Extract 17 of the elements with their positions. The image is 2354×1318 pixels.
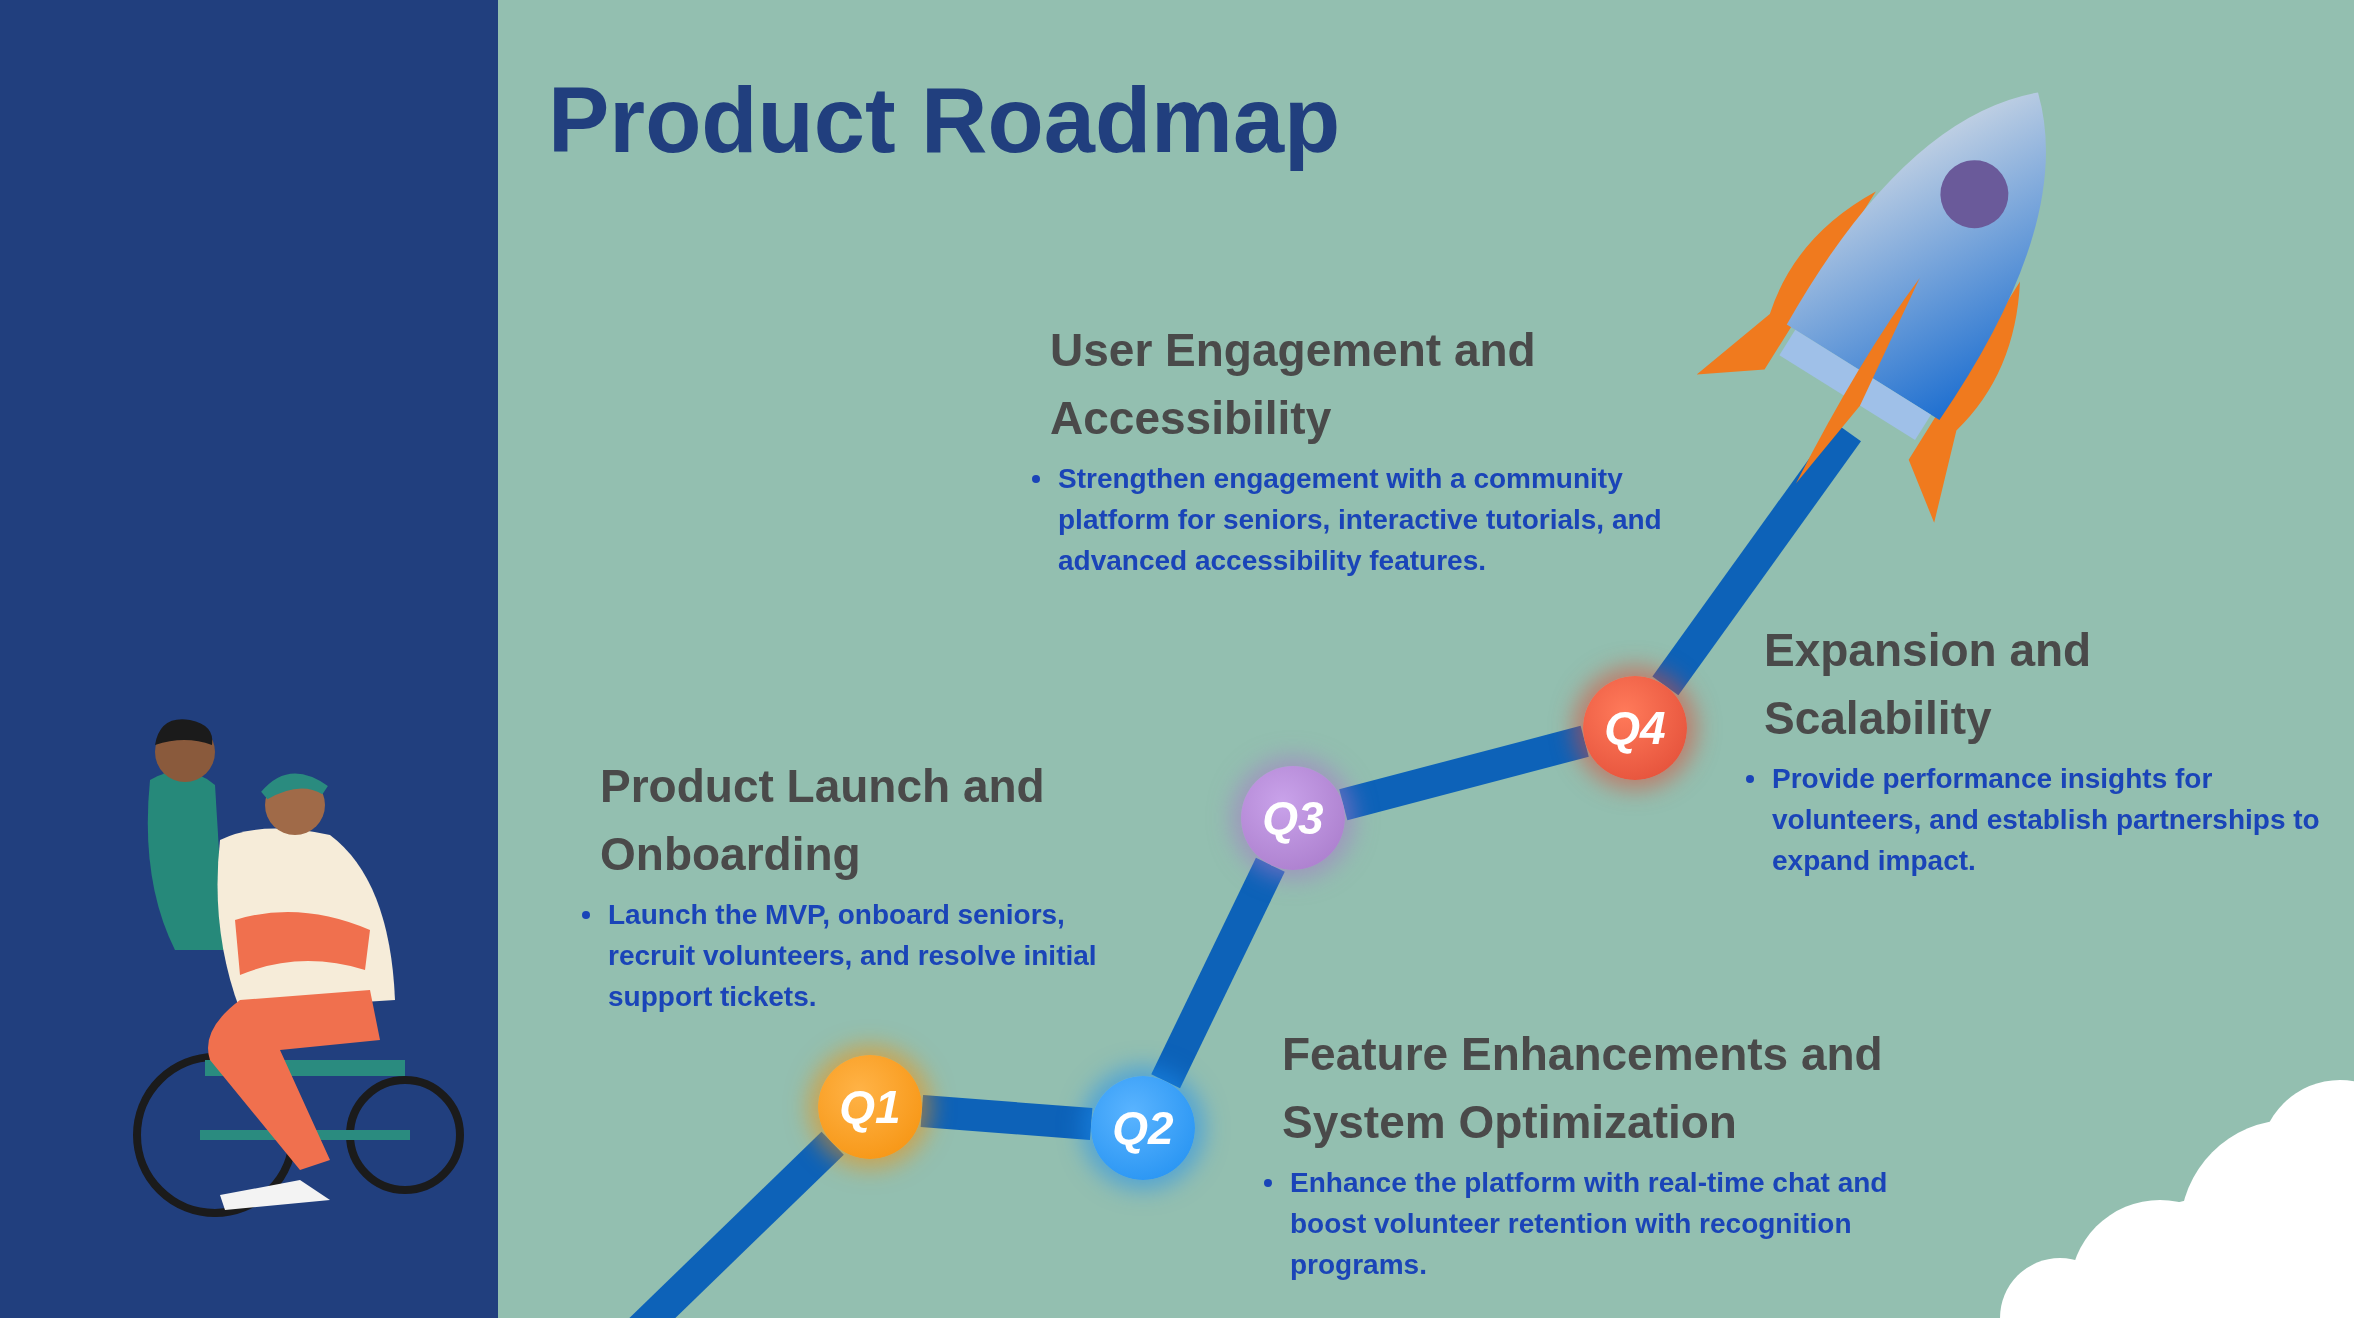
milestone-heading: Feature Enhancements and System Optimization — [1282, 1027, 1884, 1150]
milestone-heading: Expansion and Scalability — [1764, 623, 2093, 746]
quarter-marker: Q2 — [1091, 1076, 1195, 1180]
milestone-description: Strengthen engagement with a community platform for seniors, interactive tutorials, and advanced accessibility features. — [1028, 458, 1688, 581]
milestone-description: Provide performance insights for volunteers, and establish partnerships to expand impact. — [1742, 758, 2342, 881]
roadmap-path — [1151, 857, 1285, 1089]
roadmap-path — [628, 1131, 844, 1318]
quarter-marker: Q3 — [1241, 766, 1345, 870]
title: Product Roadmap — [548, 68, 1341, 173]
quarter-marker: Q1 — [818, 1055, 922, 1159]
roadmap-path — [1339, 725, 1589, 821]
quarter-marker: Q4 — [1583, 676, 1687, 780]
milestone-description: Enhance the platform with real-time chat and boost volunteer retention with recognition programs. — [1260, 1162, 1930, 1285]
milestone-description: Launch the MVP, onboard seniors, recruit volunteers, and resolve initial support tickets. — [578, 894, 1148, 1017]
milestone-heading: Product Launch and Onboarding — [600, 759, 1046, 882]
roadmap-path — [920, 1095, 1093, 1140]
milestone-heading: User Engagement and Accessibility — [1050, 323, 1537, 446]
